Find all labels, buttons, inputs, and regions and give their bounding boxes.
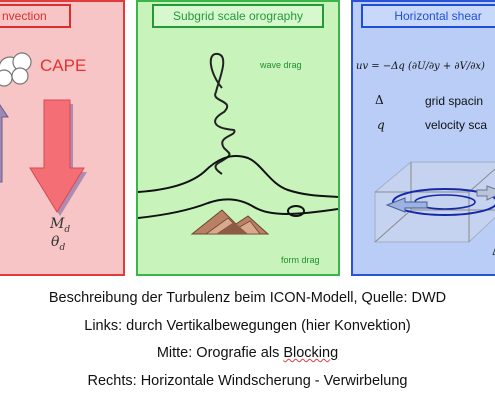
convection-title: nvection bbox=[0, 4, 71, 28]
caption-line-3: Mitte: Orografie als Blocking bbox=[0, 343, 495, 363]
caption-line-3-blocking: Blocking bbox=[283, 345, 339, 361]
shear-title: Horizontal shear bbox=[361, 4, 495, 28]
delta-description: grid spacin bbox=[425, 94, 484, 108]
updraft-arrow bbox=[0, 104, 9, 183]
shear-arrow-right bbox=[476, 185, 495, 201]
convection-drawing bbox=[0, 52, 87, 216]
convection-panel: nvection CAPE Md θd bbox=[0, 0, 125, 276]
vortex-outer bbox=[392, 188, 495, 216]
caption-line-1: Beschreibung der Turbulenz beim ICON-Mod… bbox=[48, 290, 447, 306]
shear-box-drawing bbox=[374, 161, 495, 243]
cape-label: CAPE bbox=[40, 56, 87, 75]
form-drag-label: form drag bbox=[281, 255, 320, 265]
mountain-icon bbox=[190, 209, 270, 235]
caption-line-3-prefix: Mitte: Orografie als bbox=[156, 345, 284, 361]
shear-panel: Horizontal shear uv = −Δq (∂U/∂y + ∂V/∂x… bbox=[351, 0, 495, 276]
shear-arrow-left bbox=[385, 197, 428, 213]
caption-line-2: Links: durch Vertikalbewegungen (hier Ko… bbox=[84, 318, 411, 334]
q-description: velocity sca bbox=[425, 118, 488, 132]
box-corner-delta: Δ bbox=[492, 244, 495, 258]
orography-title: Subgrid scale orography bbox=[152, 4, 324, 28]
downdraft-arrow bbox=[29, 99, 87, 216]
delta-symbol: Δ bbox=[375, 93, 384, 107]
wave-squiggle bbox=[209, 52, 236, 175]
flow-line-lower bbox=[138, 198, 338, 219]
q-symbol: q bbox=[377, 118, 385, 132]
md-label: Md bbox=[50, 216, 71, 235]
shear-formula: uv = −Δq (∂U/∂y + ∂V/∂x) bbox=[356, 61, 485, 72]
orography-panel: Subgrid scale orography wave drag form d… bbox=[136, 0, 340, 276]
theta-label: θd bbox=[51, 234, 66, 253]
caption-line-4: Rechts: Horizontale Windscherung - Verwi… bbox=[87, 373, 408, 389]
flow-line-upper bbox=[138, 154, 338, 198]
orography-drawing bbox=[138, 52, 338, 235]
cloud-icon bbox=[0, 52, 32, 87]
wave-drag-label: wave drag bbox=[260, 60, 302, 70]
rotor-eddy bbox=[287, 205, 305, 217]
